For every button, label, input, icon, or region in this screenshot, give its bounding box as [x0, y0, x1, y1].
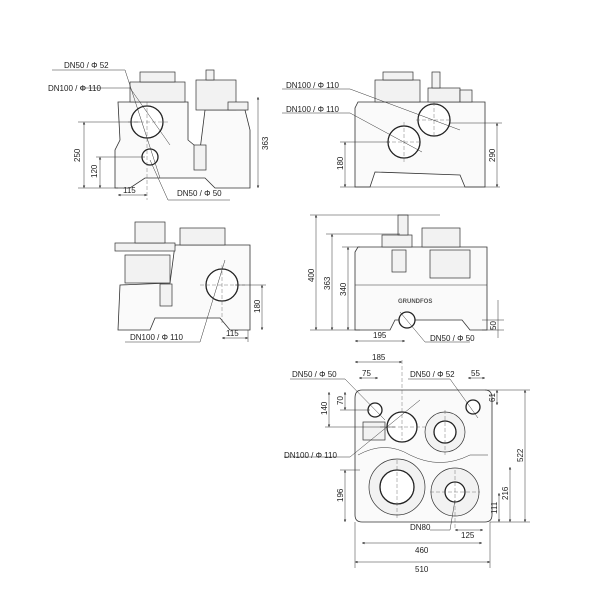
- dim-400: 400: [307, 268, 316, 282]
- side-view-left: DN50 / Φ 52 DN100 / Φ 110 DN50 / Φ 50 36…: [48, 61, 270, 201]
- dim-522: 522: [516, 448, 525, 462]
- dim-363: 363: [261, 136, 270, 150]
- dim-185: 185: [372, 353, 386, 362]
- dim-125: 125: [461, 531, 475, 540]
- dim-460: 460: [415, 546, 429, 555]
- dim-510: 510: [415, 565, 429, 574]
- label-dn100-phi110: DN100 / Φ 110: [284, 451, 337, 460]
- label-dn50-phi50: DN50 / Φ 50: [430, 334, 475, 343]
- dim-75: 75: [362, 369, 371, 378]
- label-dn100-phi110: DN100 / Φ 110: [48, 84, 101, 93]
- front-view: GRUNDFOS 400 363 340 195 50 DN50 / Φ 50: [307, 214, 504, 343]
- label-dn50-phi52: DN50 / Φ 52: [64, 61, 109, 70]
- dim-140: 140: [320, 401, 329, 415]
- dim-70: 70: [336, 396, 345, 405]
- label-dn100-phi110: DN100 / Φ 110: [130, 333, 183, 342]
- label-dn50-phi50: DN50 / Φ 50: [292, 370, 337, 379]
- label-dn80: DN80: [410, 523, 431, 532]
- side-view-right: DN100 / Φ 110 180 115: [114, 221, 266, 343]
- dim-363: 363: [323, 276, 332, 290]
- dim-340: 340: [339, 282, 348, 296]
- dim-195: 195: [373, 331, 387, 340]
- dim-180: 180: [253, 299, 262, 313]
- dim-50: 50: [489, 321, 498, 330]
- label-dn50-phi50: DN50 / Φ 50: [177, 189, 222, 198]
- dim-290: 290: [488, 148, 497, 162]
- dim-216: 216: [501, 486, 510, 500]
- dim-115: 115: [226, 329, 239, 338]
- dim-196: 196: [336, 488, 345, 502]
- dim-55: 55: [471, 369, 480, 378]
- label-dn100-upper: DN100 / Φ 110: [286, 81, 339, 90]
- top-view: DN50 / Φ 50 DN50 / Φ 52 DN100 / Φ 110 DN…: [284, 353, 530, 574]
- label-dn50-phi52: DN50 / Φ 52: [410, 370, 455, 379]
- dim-120: 120: [90, 164, 99, 178]
- outlet-dn50: [398, 311, 416, 329]
- dim-111: 111: [490, 501, 499, 514]
- dim-180: 180: [336, 156, 345, 170]
- grundfos-logo: GRUNDFOS: [398, 299, 432, 305]
- dim-115: 115: [123, 186, 136, 195]
- back-view: DN100 / Φ 110 DN100 / Φ 110 180 290: [282, 71, 502, 188]
- dim-61: 61: [488, 393, 497, 402]
- inlet-dn50-right: [465, 399, 481, 415]
- dim-250: 250: [73, 148, 82, 162]
- label-dn100-lower: DN100 / Φ 110: [286, 105, 339, 114]
